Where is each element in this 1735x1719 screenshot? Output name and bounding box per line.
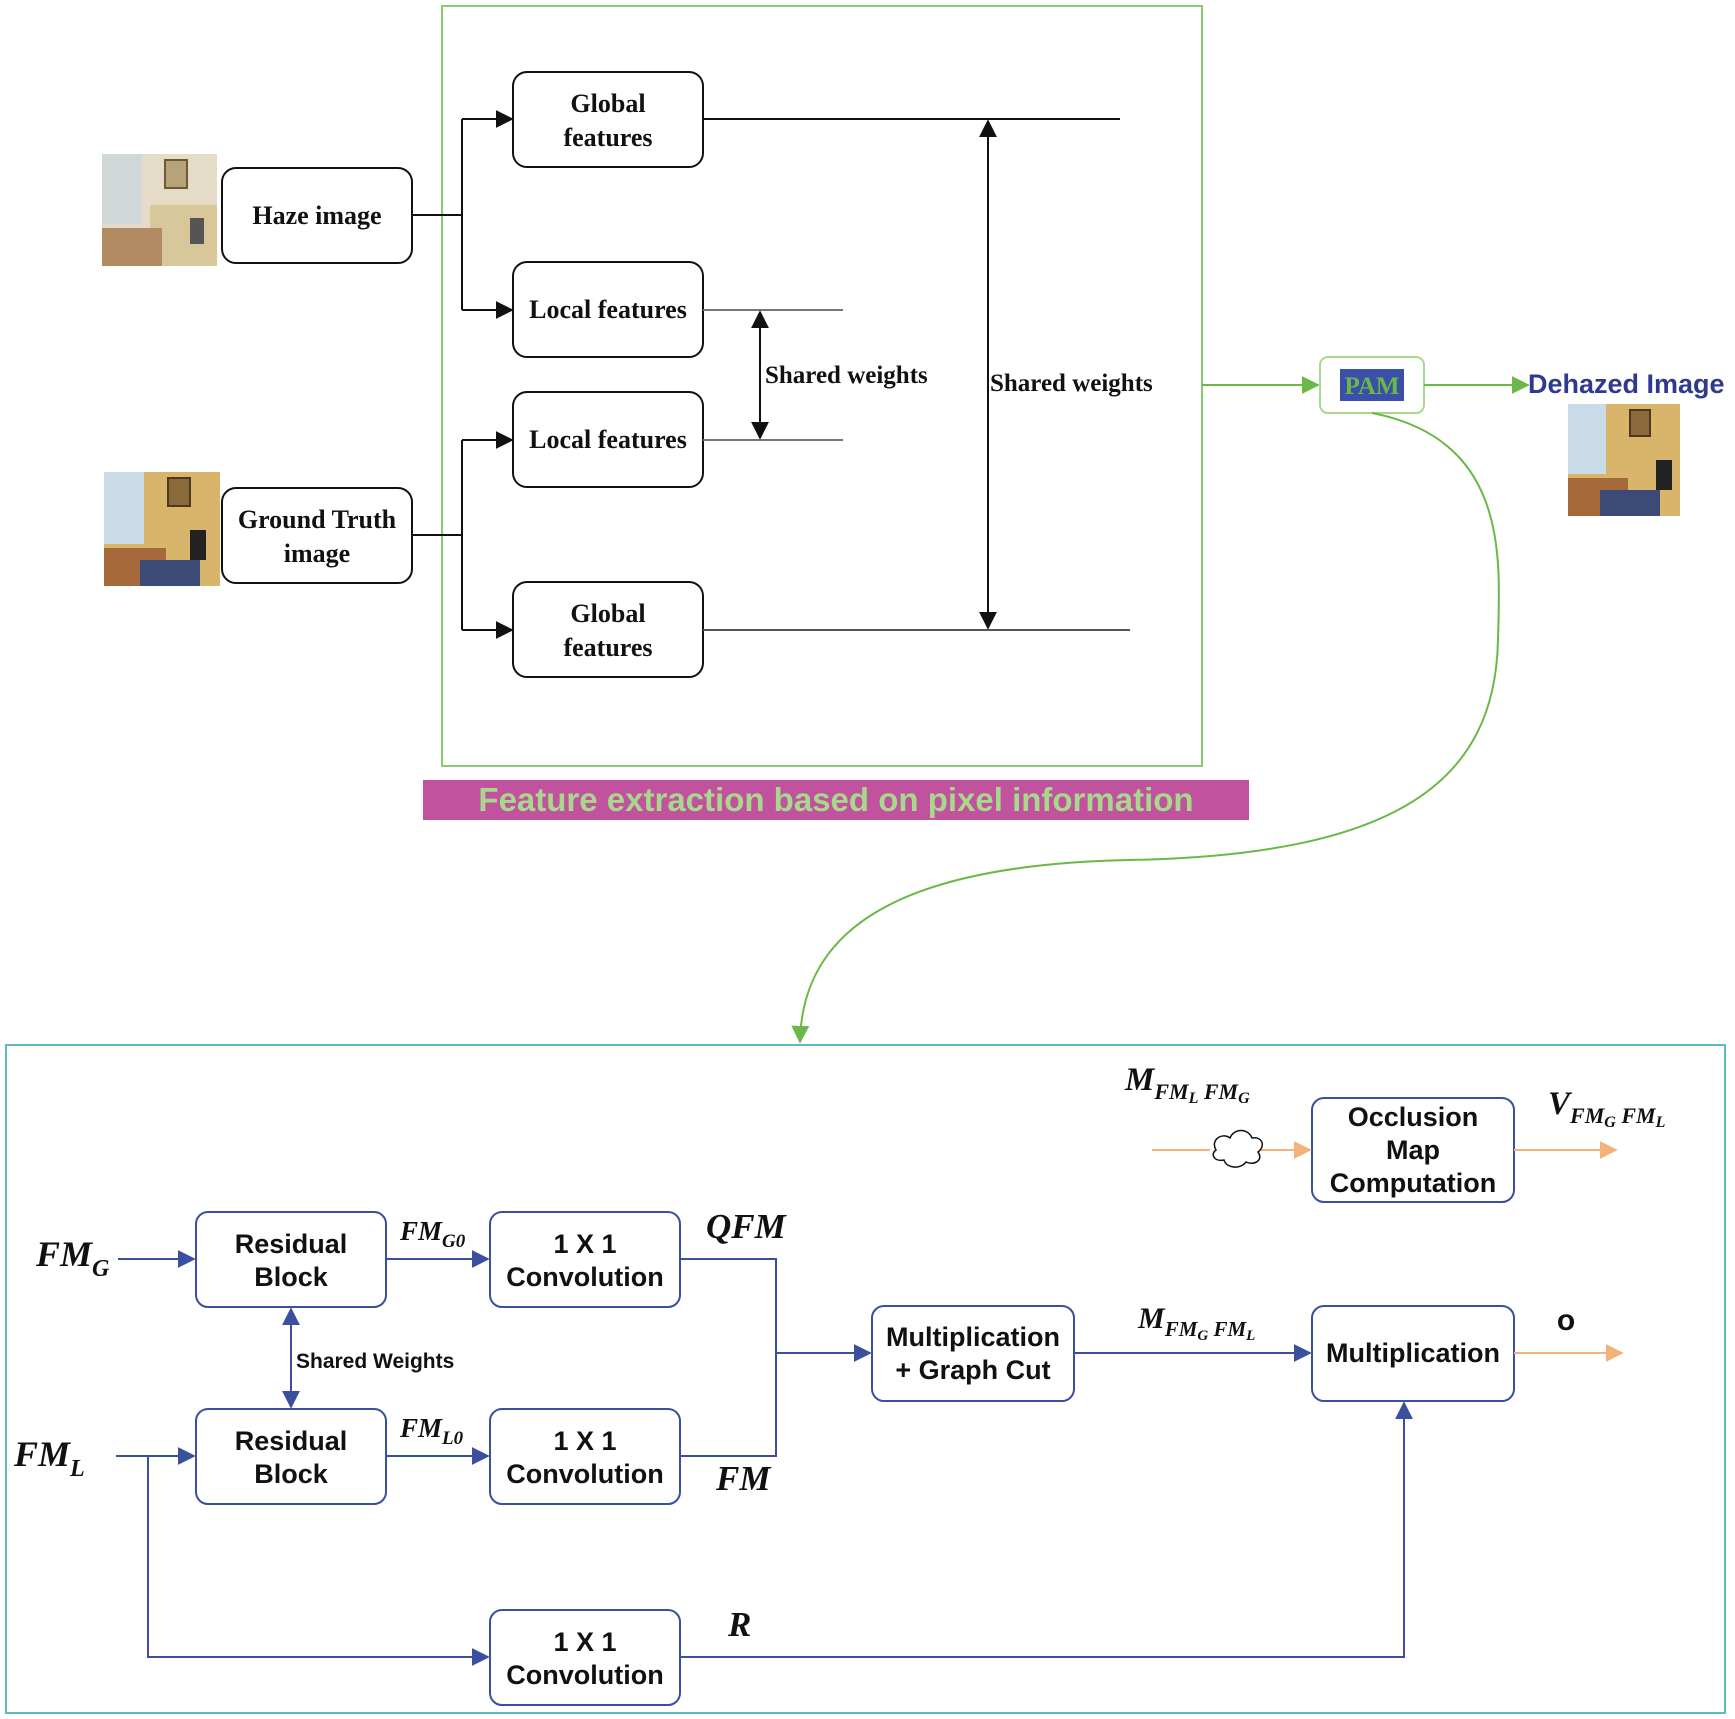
conv-top-line1: 1 X 1: [553, 1229, 616, 1259]
conv-mid-line1: 1 X 1: [553, 1426, 616, 1456]
residual-block-top: [195, 1211, 387, 1308]
r-to-mult-line: [680, 1401, 1413, 1658]
residual-shared-weights-label: Shared Weights: [296, 1350, 454, 1373]
residual-block-top-line2: Block: [254, 1262, 329, 1292]
shared-weights-outer-label: Shared weights: [990, 370, 1153, 397]
feature-output-lines: [703, 118, 1130, 631]
m-fml-fmg-label: MFML FMG: [1124, 1062, 1250, 1107]
local-features-top-label: Local features: [529, 295, 687, 324]
occlusion-line1: Occlusion: [1348, 1102, 1479, 1132]
conv-merge-lines: [680, 1258, 872, 1457]
mult-graph-cut-line1: Multiplication: [886, 1322, 1060, 1352]
ground-truth-thumbnail: [104, 472, 220, 586]
section-caption: Feature extraction based on pixel inform…: [478, 781, 1193, 818]
haze-image-label: Haze image: [252, 201, 381, 230]
mult-graph-cut-box: [871, 1305, 1075, 1402]
fmg-input-label: FMG: [35, 1234, 110, 1282]
residual-block-bottom-line2: Block: [254, 1459, 329, 1489]
shared-weights-inner-label: Shared weights: [765, 362, 928, 389]
ground-truth-label-line1: Ground Truth: [238, 505, 397, 534]
dehazed-image-label: Dehazed Image: [1528, 369, 1725, 399]
conv-bottom-line2: Convolution: [506, 1660, 663, 1690]
pam-detail-frame: [5, 1044, 1726, 1714]
fml-input-label: FML: [13, 1434, 85, 1482]
qfm-label: QFM: [706, 1207, 788, 1246]
conv-mid-line2: Convolution: [506, 1459, 663, 1489]
section-caption-bg: [423, 780, 1249, 820]
conv-mid-box: [489, 1408, 681, 1505]
global-features-bottom-line2: features: [563, 633, 652, 662]
pam-label-bg: [1340, 369, 1404, 401]
ground-truth-label-line2: image: [284, 539, 350, 568]
global-features-bottom-line1: Global: [570, 599, 645, 628]
haze-image-thumbnail: [102, 154, 217, 266]
hadamard-op-label: o: [1557, 1304, 1575, 1337]
conv-bottom-box: [489, 1609, 681, 1706]
multiplication-label: Multiplication: [1326, 1338, 1500, 1368]
r-label: R: [727, 1605, 751, 1644]
residual-block-bottom: [195, 1408, 387, 1505]
v-output-label: VFMG FML: [1548, 1086, 1666, 1131]
global-features-top-line1: Global: [570, 89, 645, 118]
occlusion-line3: Computation: [1330, 1168, 1496, 1198]
ground-truth-connectors: [412, 431, 514, 639]
cloud-icon: [1212, 1129, 1263, 1168]
occlusion-line2: Map: [1386, 1135, 1440, 1165]
pam-label: PAM: [1344, 373, 1399, 400]
mult-graph-cut-line2: + Graph Cut: [895, 1355, 1050, 1385]
global-features-top-line2: features: [563, 123, 652, 152]
global-features-bottom-box: [512, 581, 704, 678]
m-fmg-fml-label: MFMG FML: [1137, 1302, 1255, 1344]
haze-connectors: [412, 110, 514, 319]
conv-top-line2: Convolution: [506, 1262, 663, 1292]
residual-block-bottom-line1: Residual: [235, 1426, 348, 1456]
bottom-input-arrows: [116, 1250, 490, 1666]
global-features-top-box: [512, 71, 704, 168]
fmg0-label: FMG0: [399, 1216, 466, 1252]
fm-label: FM: [715, 1459, 772, 1498]
conv-bottom-line1: 1 X 1: [553, 1627, 616, 1657]
ground-truth-box: [221, 487, 413, 584]
pam-to-detail-curve: [791, 412, 1500, 1044]
local-features-bottom-label: Local features: [529, 425, 687, 454]
dehazed-image-thumbnail: [1568, 404, 1680, 516]
conv-top-box: [489, 1211, 681, 1308]
fml0-label: FML0: [399, 1413, 464, 1449]
residual-block-top-line1: Residual: [235, 1229, 348, 1259]
